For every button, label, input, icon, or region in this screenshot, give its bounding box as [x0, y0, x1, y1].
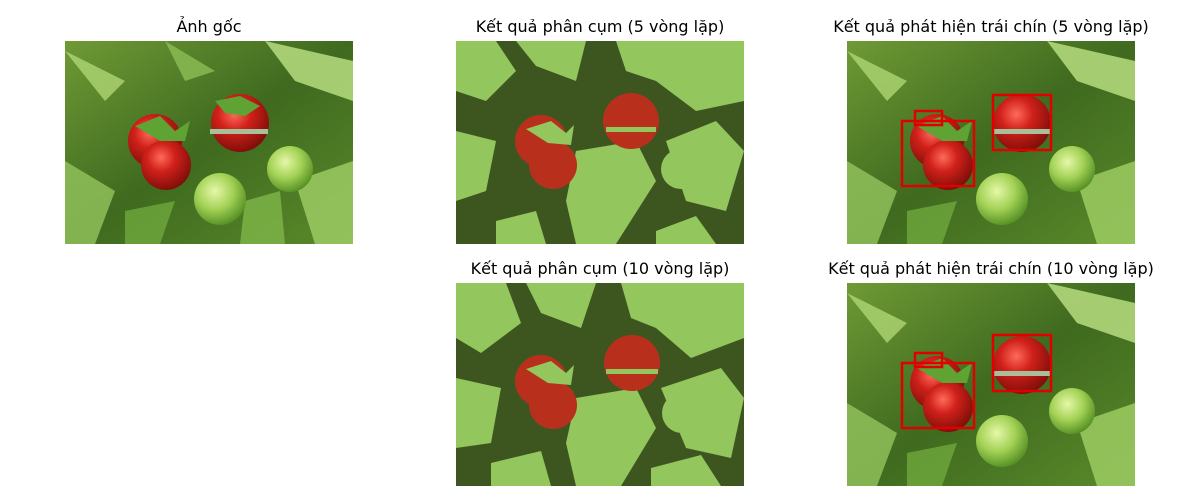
detection-box — [991, 333, 1053, 393]
cluster-map-10-iterations — [456, 283, 744, 486]
panel-title-original: Ảnh gốc — [176, 17, 242, 36]
panel-title-cluster-5: Kết quả phân cụm (5 vòng lặp) — [475, 17, 725, 36]
detection-result-10-iterations — [847, 283, 1135, 486]
panel-title-detect-5: Kết quả phát hiện trái chín (5 vòng lặp) — [833, 17, 1149, 36]
detection-box — [913, 109, 944, 127]
original-photo — [65, 41, 353, 244]
detection-result-5-iterations — [847, 41, 1135, 244]
panel-title-detect-10: Kết quả phát hiện trái chín (10 vòng lặp… — [828, 259, 1154, 278]
detection-box — [913, 351, 944, 369]
detection-box — [900, 119, 976, 188]
detection-box — [900, 361, 976, 430]
panel-title-cluster-10: Kết quả phân cụm (10 vòng lặp) — [470, 259, 730, 278]
cluster-map-5-iterations — [456, 41, 744, 244]
detection-box — [991, 93, 1053, 152]
